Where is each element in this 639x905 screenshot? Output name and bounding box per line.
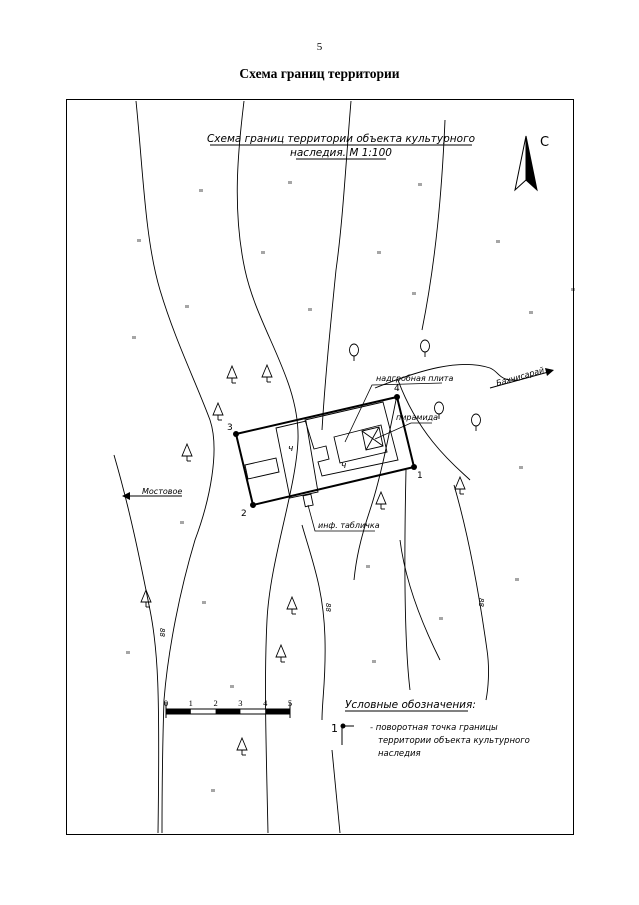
- turning-point-3: [233, 431, 239, 437]
- legend-line2: территории объекта культурного: [378, 736, 530, 746]
- conifer-tree-icon: [261, 363, 273, 383]
- contour-label-2: 88: [324, 603, 332, 612]
- scale-tick-0: 0: [164, 698, 168, 708]
- label-pyramid: пирамида: [396, 413, 438, 422]
- label-info-sign: инф. табличка: [318, 521, 380, 530]
- label-bakhchisaray: Бахчисарай: [495, 366, 545, 388]
- turning-point-1: [411, 464, 417, 470]
- scale-bar-ticks: 0 1 2 3 4 5: [164, 698, 292, 708]
- legend-symbol-label: 1: [331, 722, 338, 735]
- legend-title: Условные обозначения:: [345, 699, 476, 711]
- turning-point-label-4: 4: [394, 384, 400, 394]
- map-title-line2: наследия. М 1:100: [290, 147, 392, 159]
- contour-label-1: 88: [158, 628, 166, 637]
- turning-point-4: [394, 394, 400, 400]
- grass-marks: [126, 181, 575, 792]
- turning-point-2: [250, 502, 256, 508]
- buildings: [244, 401, 399, 508]
- turning-point-label-1: 1: [417, 471, 423, 481]
- conifer-tree-icon: [226, 364, 238, 384]
- territory-boundary: [234, 395, 416, 507]
- conifer-tree-icon: [181, 442, 193, 462]
- road-mostovoe-arrow: [122, 492, 182, 500]
- contour-label-3: 88: [477, 598, 485, 607]
- label-mostovoe: Мостовое: [142, 487, 182, 496]
- deciduous-tree-icon: [349, 343, 359, 361]
- conifer-tree-icons: [140, 363, 466, 756]
- leader-lines: [307, 382, 443, 532]
- map-frame: [66, 99, 574, 835]
- scale-tick-5: 5: [288, 698, 292, 708]
- legend-line3: наследия: [378, 749, 421, 759]
- conifer-tree-icon: [212, 401, 224, 421]
- building-mark-1: ч: [288, 444, 293, 454]
- legend-turning-point-symbol: [340, 723, 354, 745]
- turning-point-label-2: 2: [241, 509, 247, 519]
- north-arrow-icon: [514, 135, 538, 192]
- conifer-tree-icon: [454, 475, 466, 495]
- scale-bar: [165, 702, 291, 718]
- scale-tick-2: 2: [213, 698, 217, 708]
- deciduous-tree-icon: [420, 339, 430, 357]
- deciduous-tree-icon: [434, 401, 444, 419]
- map-title-line1: Схема границ территории объекта культурн…: [207, 133, 475, 145]
- label-gravestone: надгробная плита: [376, 374, 453, 383]
- scale-tick-1: 1: [189, 698, 193, 708]
- conifer-tree-icon: [286, 595, 298, 615]
- conifer-tree-icon: [375, 490, 387, 510]
- legend-line1: - поворотная точка границы: [370, 723, 498, 733]
- terrain-contour-lines: [113, 100, 521, 834]
- page-title: Схема границ территории: [239, 66, 400, 81]
- turning-point-label-3: 3: [227, 423, 233, 433]
- road-bakhchisaray-arrow: [489, 368, 554, 389]
- building-mark-2: ч: [341, 461, 346, 471]
- scale-tick-4: 4: [263, 698, 268, 708]
- conifer-tree-icon: [236, 736, 248, 756]
- deciduous-tree-icon: [471, 413, 481, 431]
- scale-tick-3: 3: [238, 698, 242, 708]
- conifer-tree-icon: [275, 643, 287, 663]
- page-number: 5: [316, 41, 323, 53]
- deciduous-tree-icons: [349, 339, 481, 431]
- turning-points: [233, 394, 417, 508]
- conifer-tree-icon: [140, 588, 152, 608]
- north-label: С: [540, 135, 549, 150]
